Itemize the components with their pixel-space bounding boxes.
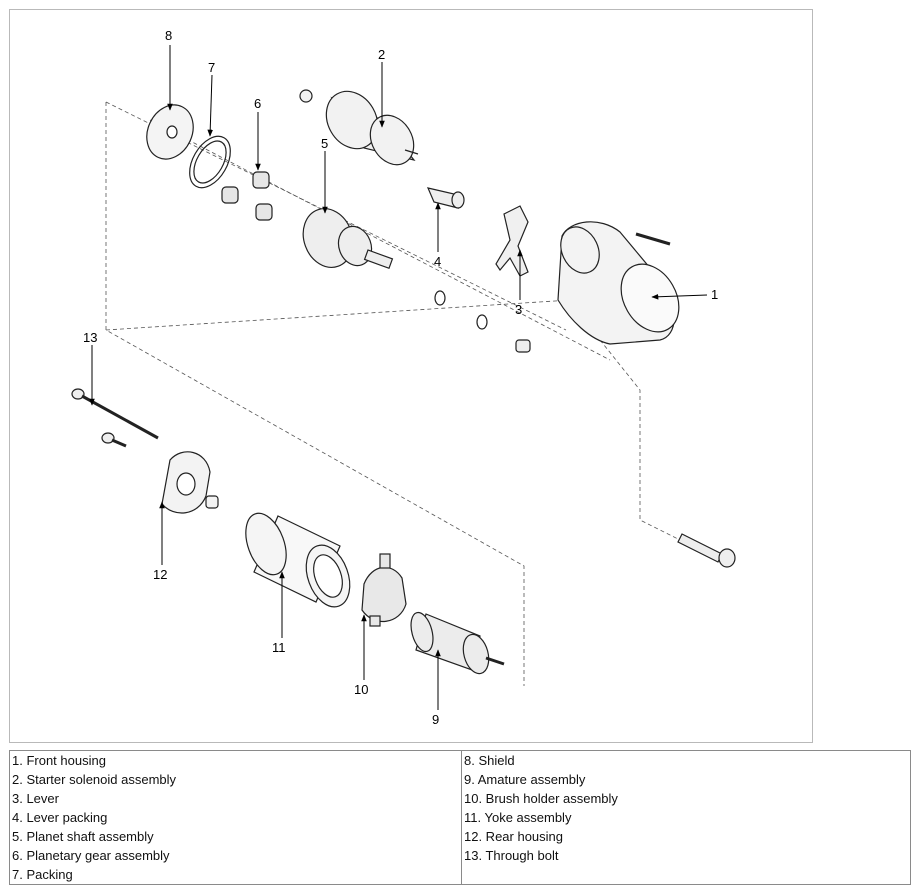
legend-right-column: 8. Shield 9. Amature assembly 10. Brush … (461, 750, 911, 885)
legend-item: 13. Through bolt (464, 848, 559, 863)
planetary-gears-part (221, 171, 273, 221)
legend-item: 2. Starter solenoid assembly (12, 772, 177, 787)
legend-item: 12. Rear housing (464, 829, 564, 844)
legend-item: 9. Amature assembly (464, 772, 586, 787)
callout-label: 10 (354, 682, 368, 697)
callout-label: 9 (432, 712, 439, 727)
parts-legend-table: 1. Front housing 2. Starter solenoid ass… (9, 750, 911, 885)
legend-item: 5. Planet shaft assembly (12, 829, 154, 844)
washers (434, 290, 531, 353)
housing-bolt-part (677, 533, 736, 568)
callout-label: 1 (711, 287, 718, 302)
legend-item: 10. Brush holder assembly (464, 791, 618, 806)
callout-label: 5 (321, 136, 328, 151)
callout-label: 13 (83, 330, 97, 345)
legend-item: 11. Yoke assembly (464, 810, 572, 825)
callout-label: 11 (272, 640, 286, 655)
brush-holder-part (361, 553, 407, 627)
legend-item: 7. Packing (12, 867, 73, 882)
legend-item: 1. Front housing (12, 753, 106, 768)
packing-part (189, 135, 231, 189)
lever-part (495, 205, 529, 277)
armature-part (410, 611, 505, 675)
callout-label: 6 (254, 96, 261, 111)
exploded-diagram-frame: 1 2 3 4 5 6 7 8 9 10 11 12 13 (9, 9, 813, 743)
lever-packing-part (426, 187, 465, 209)
callout-label: 4 (434, 254, 441, 269)
legend-left-column: 1. Front housing 2. Starter solenoid ass… (9, 750, 462, 885)
solenoid-part (299, 89, 419, 166)
legend-item: 6. Planetary gear assembly (12, 848, 170, 863)
legend-row: 1. Front housing 2. Starter solenoid ass… (9, 750, 911, 885)
rear-screw-part (101, 432, 127, 448)
legend-item: 8. Shield (464, 753, 515, 768)
planet-shaft-part (302, 208, 394, 270)
starter-motor-exploded-diagram: 1 2 3 4 5 6 7 8 9 10 11 12 13 (71, 28, 736, 727)
legend-item: 3. Lever (12, 791, 59, 806)
callout-label: 7 (208, 60, 215, 75)
callout-leaders (89, 45, 708, 710)
rear-housing-part (161, 451, 219, 514)
callout-label: 3 (515, 302, 522, 317)
callout-label: 2 (378, 47, 385, 62)
legend-item: 4. Lever packing (12, 810, 108, 825)
shield-part (146, 104, 194, 160)
through-bolt-part (71, 388, 159, 440)
callout-label: 12 (153, 567, 167, 582)
callout-label: 8 (165, 28, 172, 43)
yoke-part (245, 512, 351, 608)
front-housing-part (557, 221, 680, 345)
callout-labels: 1 2 3 4 5 6 7 8 9 10 11 12 13 (83, 28, 718, 727)
